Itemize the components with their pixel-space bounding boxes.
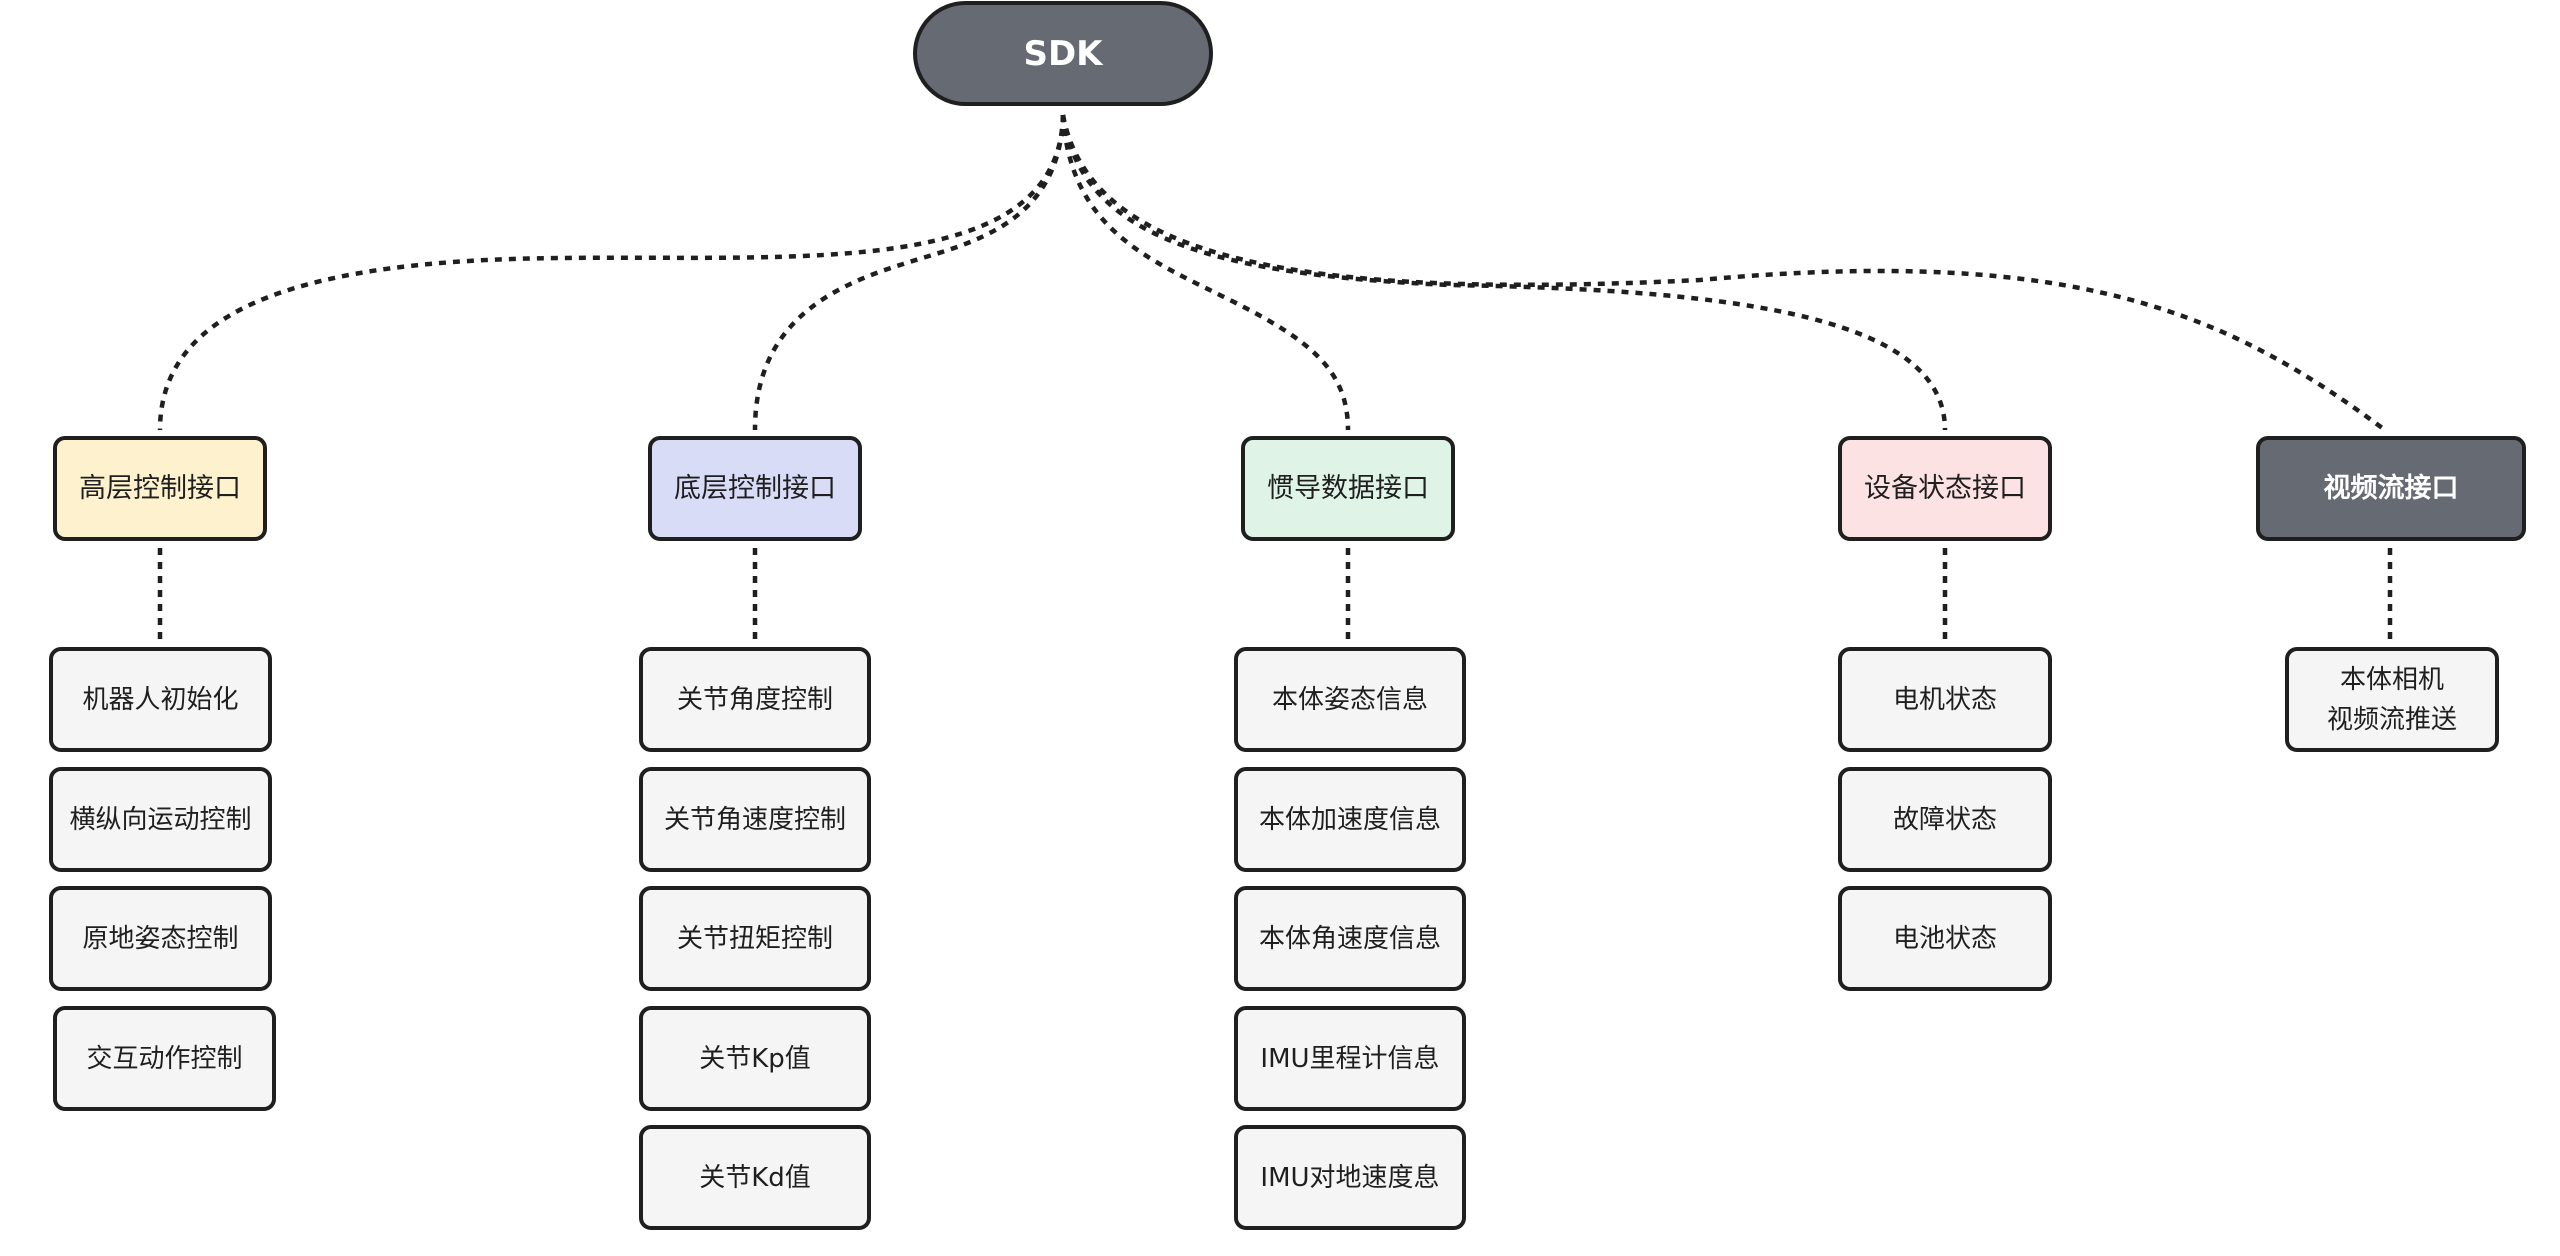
root-node-sdk: SDK — [913, 1, 1213, 106]
connector-root-cat-0 — [157, 114, 1066, 431]
leaf-motion-control: 横纵向运动控制 — [49, 767, 272, 872]
connector-root-cat-3 — [1060, 114, 1948, 431]
leaf-joint-angle: 关节角度控制 — [639, 647, 871, 752]
leaf-robot-init: 机器人初始化 — [49, 647, 272, 752]
leaf-joint-torque: 关节扭矩控制 — [639, 886, 871, 991]
leaf-joint-kd: 关节Kd值 — [639, 1125, 871, 1230]
leaf-battery-status: 电池状态 — [1838, 886, 2052, 991]
leaf-motor-status: 电机状态 — [1838, 647, 2052, 752]
leaf-interaction-control: 交互动作控制 — [53, 1006, 276, 1111]
category-high-level-control: 高层控制接口 — [53, 436, 267, 541]
leaf-camera-stream: 本体相机 视频流推送 — [2285, 647, 2499, 752]
leaf-imu-ground-speed: IMU对地速度息 — [1234, 1125, 1466, 1230]
leaf-fault-status: 故障状态 — [1838, 767, 2052, 872]
connector-root-cat-4 — [1060, 114, 2387, 432]
leaf-body-attitude: 本体姿态信息 — [1234, 647, 1466, 752]
leaf-imu-odometry: IMU里程计信息 — [1234, 1006, 1466, 1111]
category-video-stream: 视频流接口 — [2256, 436, 2526, 541]
connector-root-cat-2 — [1060, 114, 1351, 431]
leaf-body-angular-velocity: 本体角速度信息 — [1234, 886, 1466, 991]
category-inertial-data: 惯导数据接口 — [1241, 436, 1455, 541]
leaf-stance-control: 原地姿态控制 — [49, 886, 272, 991]
leaf-body-acceleration: 本体加速度信息 — [1234, 767, 1466, 872]
category-low-level-control: 底层控制接口 — [648, 436, 862, 541]
leaf-joint-velocity: 关节角速度控制 — [639, 767, 871, 872]
leaf-joint-kp: 关节Kp值 — [639, 1006, 871, 1111]
connector-root-cat-1 — [752, 114, 1066, 431]
category-device-status: 设备状态接口 — [1838, 436, 2052, 541]
